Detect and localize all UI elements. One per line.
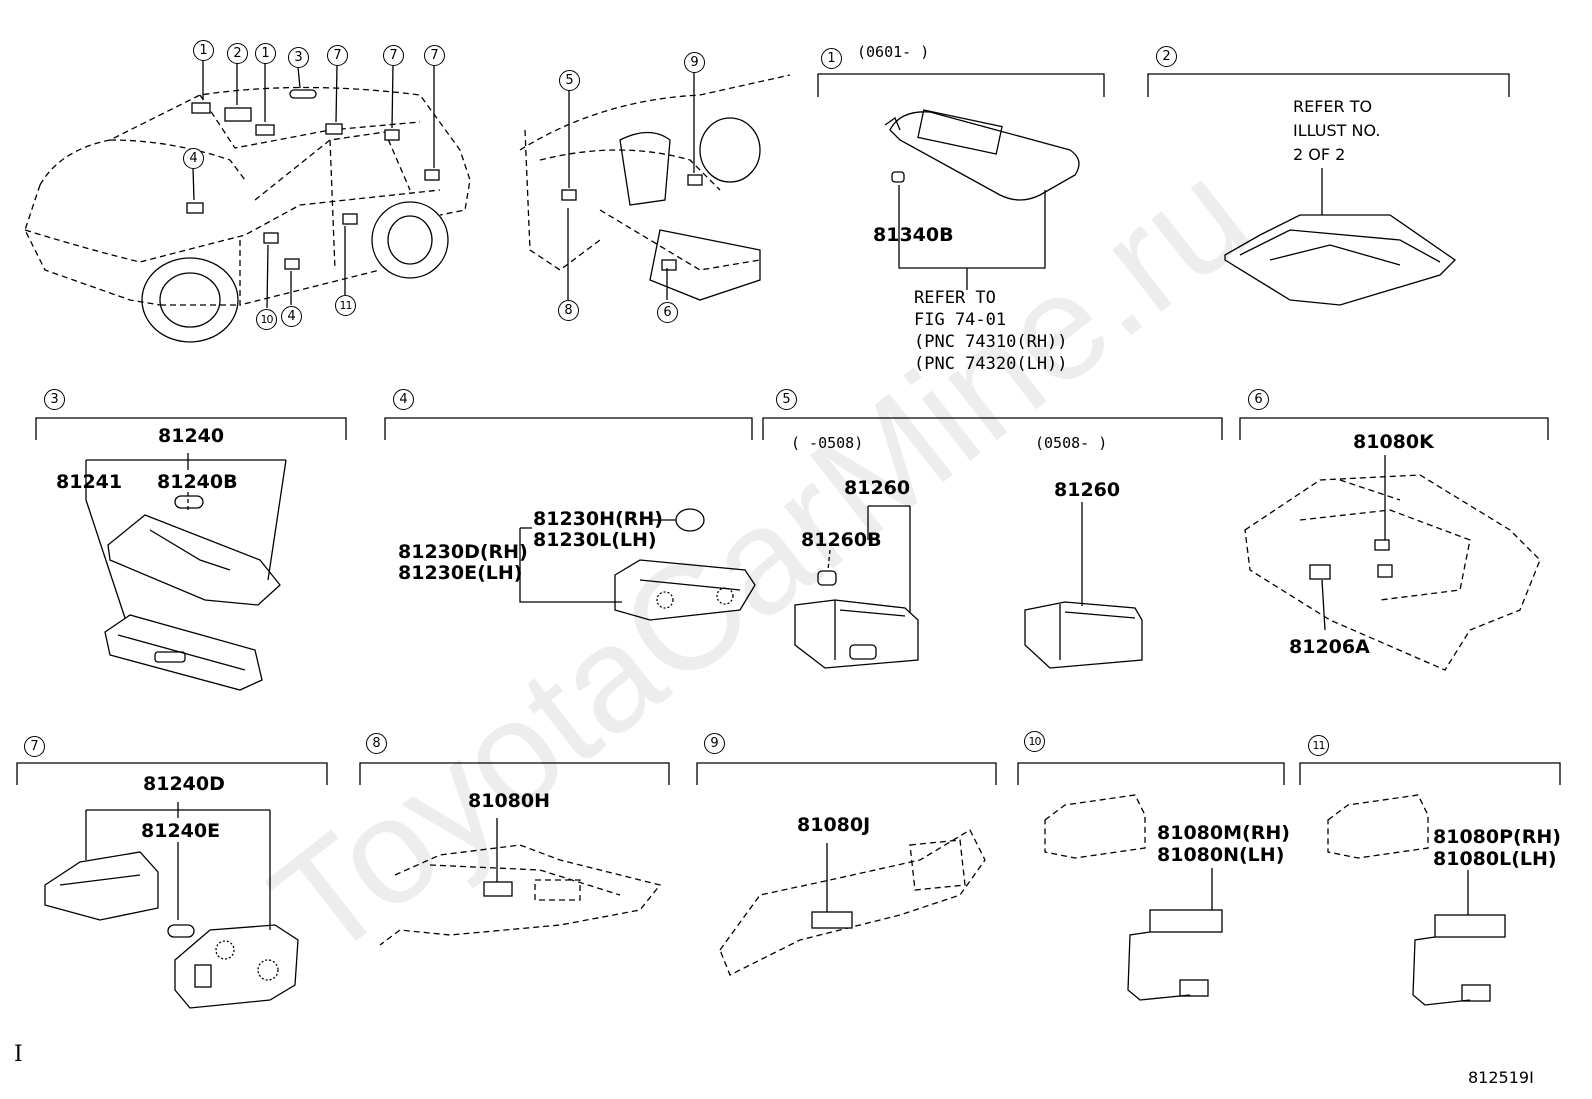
callout-8: 8 <box>558 300 579 321</box>
section-number-1: 1 <box>821 48 842 69</box>
courtesy-lamp-drawing <box>614 508 756 621</box>
sun-visor-drawing <box>884 109 1080 201</box>
part-81240B: 81240B <box>157 471 238 493</box>
part-81230H: 81230H(RH) <box>533 508 663 530</box>
section7-leaders <box>85 802 271 930</box>
section-number-3: 3 <box>44 389 65 410</box>
section-number-6: 6 <box>1248 389 1269 410</box>
part-81260B: 81260B <box>801 529 882 551</box>
section-number-10: 10 <box>1024 731 1045 752</box>
switch-drawing-b <box>1024 601 1143 669</box>
overhead-console-drawing <box>1224 168 1457 306</box>
dashboard-illustration <box>519 74 791 271</box>
callout-5: 5 <box>559 70 580 91</box>
callout-7: 7 <box>327 45 348 66</box>
section-number-5: 5 <box>776 389 797 410</box>
part-81080H: 81080H <box>468 790 551 812</box>
footer-marker: I <box>14 1042 23 1067</box>
callout-7: 7 <box>383 45 404 66</box>
floor-harness-drawing <box>379 844 662 946</box>
callout-1: 1 <box>255 43 276 64</box>
section1-date-range: (0601- ) <box>857 43 930 61</box>
car-wheels <box>141 201 449 343</box>
console-box-drawing <box>1244 474 1541 671</box>
part-81080K: 81080K <box>1353 431 1434 453</box>
switch-drawing-a <box>794 570 919 669</box>
section2-refer-line-3: 2 OF 2 <box>1293 145 1346 164</box>
part-81080M: 81080M(RH) <box>1157 822 1290 844</box>
car-illustration <box>24 86 471 306</box>
console-box-lamp <box>1309 455 1393 631</box>
cargo-lamp-drawing <box>44 851 299 1009</box>
lower-panel-part <box>811 843 853 929</box>
lower-panel-drawing <box>719 829 986 976</box>
section3-leaders <box>85 453 287 619</box>
section2-refer-line-2: ILLUST NO. <box>1293 121 1381 140</box>
part-81080J: 81080J <box>797 814 871 836</box>
section1-refer-line-4: (PNC 74320(LH)) <box>914 354 1068 374</box>
section1-refer-line-1: REFER TO <box>914 288 996 308</box>
section-brackets <box>16 73 1561 785</box>
section11-drawing <box>1327 794 1506 1006</box>
part-81240E: 81240E <box>141 820 221 842</box>
section-number-8: 8 <box>366 733 387 754</box>
section5-date-range-b: (0508- ) <box>1035 434 1108 452</box>
section5-leaders <box>827 502 1083 612</box>
section2-refer-line-1: REFER TO <box>1293 97 1373 116</box>
room-lamp-drawing <box>104 495 281 691</box>
part-81080N: 81080N(LH) <box>1157 844 1285 866</box>
section4-leaders <box>519 519 676 603</box>
section-number-7: 7 <box>24 736 45 757</box>
part-81340B: 81340B <box>873 224 954 246</box>
callout-4: 4 <box>183 148 204 169</box>
part-81080L: 81080L(LH) <box>1433 848 1557 870</box>
part-81240: 81240 <box>158 425 225 447</box>
part-81230D: 81230D(RH) <box>398 541 528 563</box>
callout-9: 9 <box>684 52 705 73</box>
part-81080P: 81080P(RH) <box>1433 826 1561 848</box>
part-81206A: 81206A <box>1289 636 1370 658</box>
section5-date-range-a: ( -0508) <box>791 434 864 452</box>
section10-drawing <box>1044 794 1223 1001</box>
callout-1: 1 <box>193 40 214 61</box>
part-81241: 81241 <box>56 471 123 493</box>
floor-harness-part <box>483 818 513 897</box>
section-number-2: 2 <box>1156 46 1177 67</box>
section1-refer-line-3: (PNC 74310(RH)) <box>914 332 1068 352</box>
part-81230E: 81230E(LH) <box>398 562 523 584</box>
section-number-9: 9 <box>704 733 725 754</box>
car-callout-leaders <box>192 60 435 309</box>
callout-2: 2 <box>227 43 248 64</box>
dashboard-detail <box>561 117 761 301</box>
section1-leaders <box>898 185 1046 290</box>
part-81240D: 81240D <box>143 773 225 795</box>
callout-4: 4 <box>281 306 302 327</box>
section-number-4: 4 <box>393 389 414 410</box>
callout-7: 7 <box>424 45 445 66</box>
callout-11: 11 <box>335 295 356 316</box>
part-81260-b: 81260 <box>1054 479 1121 501</box>
part-81230L: 81230L(LH) <box>533 529 657 551</box>
callout-10: 10 <box>256 309 277 330</box>
section-number-11: 11 <box>1308 735 1329 756</box>
section1-refer-line-2: FIG 74-01 <box>914 310 1007 330</box>
illustration-code: 812519I <box>1468 1068 1534 1087</box>
car-lamp-markers <box>186 89 440 270</box>
callout-3: 3 <box>288 47 309 68</box>
part-81260-a: 81260 <box>844 477 911 499</box>
dashboard-callout-leaders <box>567 72 695 300</box>
callout-6: 6 <box>657 302 678 323</box>
